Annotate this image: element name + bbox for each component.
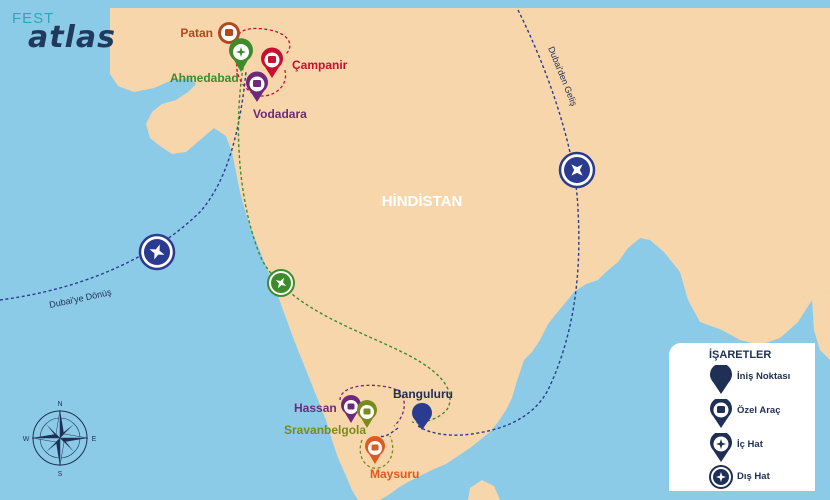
route-campanir-loop <box>236 57 287 97</box>
route-patan-loop <box>237 27 291 55</box>
city-label-vodadara: Vodadara <box>253 107 307 121</box>
legend-item-private-vehicle: Özel Araç <box>709 399 813 429</box>
international-flight-pin-icon <box>709 465 733 489</box>
legend-label-international: Dış Hat <box>737 471 770 482</box>
city-label-ahmedabad: Ahmedabad <box>170 71 239 85</box>
route-arrival <box>417 9 580 436</box>
compass-s: S <box>58 471 63 478</box>
fest-atlas-logo[interactable]: FEST atlas <box>8 6 118 58</box>
sravanbelgola-pin <box>357 400 377 428</box>
land-east <box>812 292 830 360</box>
domestic-flight-pin-icon <box>710 433 732 462</box>
city-label-hassan: Hassan <box>294 401 337 415</box>
route-hassan-loop <box>339 384 405 427</box>
city-label-patan: Patan <box>180 26 213 40</box>
domestic-flight-icon <box>267 269 295 297</box>
city-label-maysuru: Maysuru <box>370 467 419 481</box>
ahmedabad-pin <box>229 38 253 73</box>
legend-item-landing: İniş Noktası <box>709 365 813 395</box>
country-label: HİNDİSTAN <box>382 193 463 210</box>
patan-pin <box>218 22 240 44</box>
maysuru-pin <box>365 436 385 464</box>
legend-label-domestic: İç Hat <box>737 439 763 450</box>
legend-item-international: Dış Hat <box>709 465 813 495</box>
hassan-pin <box>341 395 361 423</box>
route-return-south <box>379 427 399 438</box>
private-vehicle-pin-icon <box>710 399 732 428</box>
legend-panel: İŞARETLER İniş Noktası Özel Araç İç Hat … <box>669 343 815 491</box>
compass-w: W <box>23 436 30 443</box>
land-sri-lanka <box>468 480 500 500</box>
return-flight-icon <box>138 233 176 271</box>
logo-atlas-text: atlas <box>28 20 116 55</box>
landing-point-pin-icon <box>710 365 732 394</box>
compass-e: E <box>92 436 97 443</box>
international-flight-icon <box>558 151 596 189</box>
legend-label-landing: İniş Noktası <box>737 371 791 382</box>
route-return <box>0 71 247 301</box>
logo-fest-text: FEST <box>12 10 55 27</box>
route-mysore-loop <box>359 435 394 469</box>
vodadara-pin <box>246 71 268 102</box>
city-label-banguluru: Banguluru <box>393 387 453 401</box>
campanir-pin <box>261 47 283 78</box>
city-label-campanir: Çampanir <box>292 58 348 72</box>
land-india <box>110 8 830 500</box>
legend-title: İŞARETLER <box>709 349 772 361</box>
legend-item-domestic: İç Hat <box>709 433 813 463</box>
route-domestic <box>237 61 451 424</box>
compass-n: N <box>57 401 62 408</box>
banguluru-pin <box>412 402 432 430</box>
legend-label-private-vehicle: Özel Araç <box>737 405 781 416</box>
compass-rose: N S E W <box>23 401 97 478</box>
city-label-sravanbelgola: Sravanbelgola <box>284 423 366 437</box>
